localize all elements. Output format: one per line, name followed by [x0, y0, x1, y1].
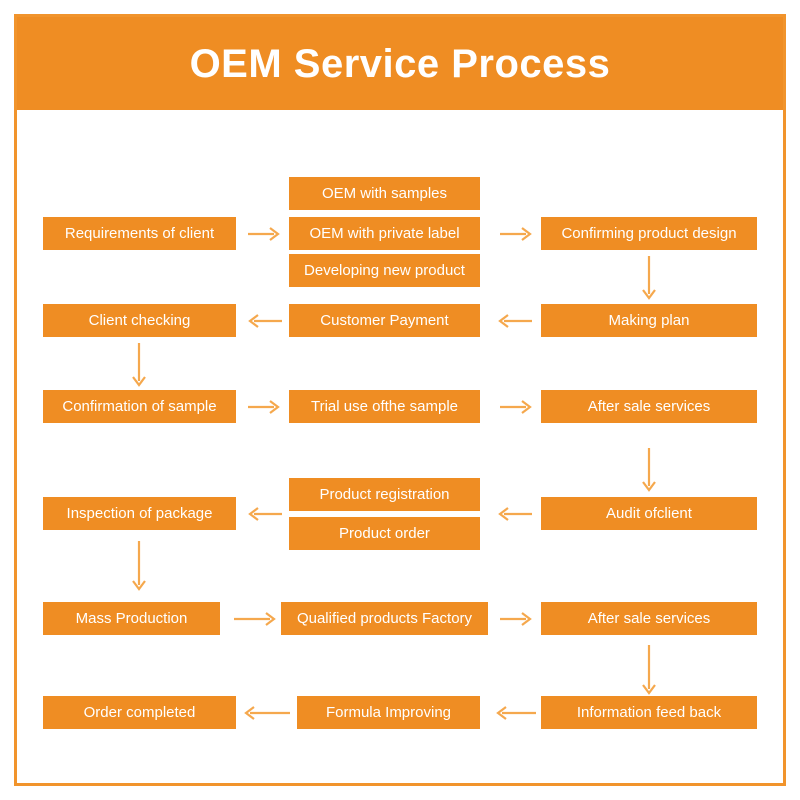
node-formula-improving[interactable]: Formula Improving [297, 696, 480, 729]
arrow-down-confirming-design-to-making-plan [640, 256, 658, 300]
node-qualified-products-factory[interactable]: Qualified products Factory [281, 602, 488, 635]
arrow-left-audit-of-client-to-product-group [496, 505, 532, 523]
node-confirming-product-design[interactable]: Confirming product design [541, 217, 757, 250]
page-title: OEM Service Process [189, 41, 611, 86]
arrow-right-qualified-products-to-after-sale-services [500, 610, 532, 628]
node-order-completed[interactable]: Order completed [43, 696, 236, 729]
arrow-left-making-plan-to-customer-payment [496, 312, 532, 330]
node-oem-with-private-label[interactable]: OEM with private label [289, 217, 480, 250]
arrow-right-requirements-to-oem [248, 225, 280, 243]
node-mass-production[interactable]: Mass Production [43, 602, 220, 635]
node-product-order[interactable]: Product order [289, 517, 480, 550]
arrow-left-formula-improving-to-order-completed [242, 704, 290, 722]
arrow-left-customer-payment-to-client-checking [246, 312, 282, 330]
node-client-checking[interactable]: Client checking [43, 304, 236, 337]
arrow-left-product-group-to-inspection-of-package [246, 505, 282, 523]
node-product-registration[interactable]: Product registration [289, 478, 480, 511]
node-making-plan[interactable]: Making plan [541, 304, 757, 337]
node-audit-of-client[interactable]: Audit ofclient [541, 497, 757, 530]
arrow-down-inspection-of-package-to-mass-production [130, 541, 148, 591]
node-inspection-of-package[interactable]: Inspection of package [43, 497, 236, 530]
arrow-down-after-sale-services-to-audit-of-client [640, 448, 658, 492]
node-trial-use-of-the-sample[interactable]: Trial use ofthe sample [289, 390, 480, 423]
arrow-down-client-checking-to-confirmation-of-sample [130, 343, 148, 387]
arrow-right-oem-to-confirming-design [500, 225, 532, 243]
arrow-right-trial-use-to-after-sale-services [500, 398, 532, 416]
arrow-down-after-sale-services-to-information-feed-back [640, 645, 658, 695]
node-developing-new-product[interactable]: Developing new product [289, 254, 480, 287]
node-confirmation-of-sample[interactable]: Confirmation of sample [43, 390, 236, 423]
node-information-feed-back[interactable]: Information feed back [541, 696, 757, 729]
arrow-right-confirmation-to-trial-use [248, 398, 280, 416]
node-customer-payment[interactable]: Customer Payment [289, 304, 480, 337]
node-after-sale-services-row5[interactable]: After sale services [541, 602, 757, 635]
arrow-left-information-feed-back-to-formula-improving [494, 704, 536, 722]
header-bar: OEM Service Process [17, 17, 783, 110]
node-oem-with-samples[interactable]: OEM with samples [289, 177, 480, 210]
arrow-right-mass-production-to-qualified-products [234, 610, 276, 628]
node-after-sale-services-row3[interactable]: After sale services [541, 390, 757, 423]
node-requirements-of-client[interactable]: Requirements of client [43, 217, 236, 250]
